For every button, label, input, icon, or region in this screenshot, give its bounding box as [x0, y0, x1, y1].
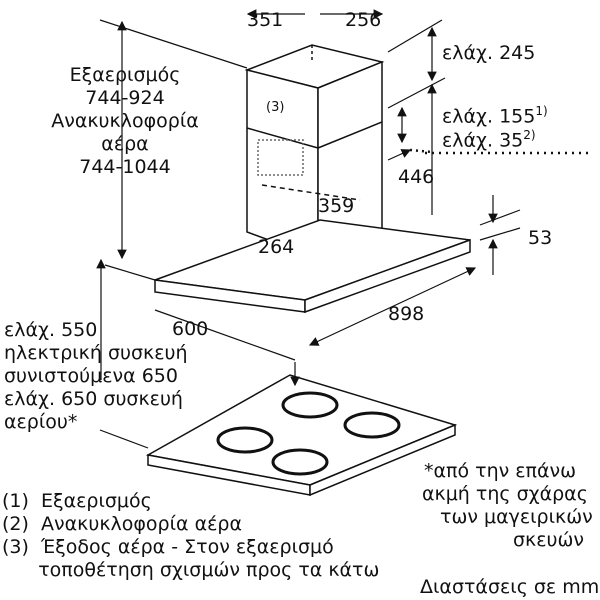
dim-256: 256 — [345, 9, 382, 31]
dim-min-155: ελάχ. 1551) — [442, 100, 548, 127]
clearance-1: ηλεκτρική συσκευή — [4, 342, 188, 364]
height-label-3: αέρα — [101, 133, 149, 155]
dim-446: 446 — [398, 166, 435, 188]
dim-min-35-value: ελάχ. 35 — [442, 129, 524, 152]
units-note: Διαστάσεις σε mm — [420, 576, 600, 598]
dim-min-35: ελάχ. 352) — [442, 124, 536, 151]
clearance-4: αερίου* — [4, 411, 78, 433]
clearance-0: ελάχ. 550 — [4, 319, 98, 341]
footnote-3: σκευών — [513, 529, 585, 551]
footnote-2: των μαγειρικών — [440, 506, 593, 528]
legend-item-3-cont: τοποθέτηση σχισμών προς τα κάτω — [2, 559, 380, 581]
cooktop — [145, 374, 458, 497]
height-label-1: 744-924 — [85, 87, 165, 109]
dim-min-155-ref: 1) — [535, 104, 548, 118]
dim-min-35-ref: 2) — [523, 128, 536, 142]
dimension-lines — [96, 9, 590, 449]
outlet-ref: (3) — [266, 100, 285, 115]
legend-item-2: (2) Ανακυκλοφορία αέρα — [2, 513, 242, 535]
burner — [281, 391, 339, 419]
legend-item-1: (1) Εξαερισμός — [2, 490, 152, 512]
burner — [343, 411, 401, 439]
dim-min-245: ελάχ. 245 — [442, 42, 536, 64]
height-label-0: Εξαερισμός — [69, 64, 181, 86]
height-label-2: Ανακυκλοφορία — [51, 110, 199, 132]
dim-600: 600 — [172, 318, 209, 340]
dim-359: 359 — [318, 195, 355, 217]
dim-264: 264 — [258, 236, 295, 258]
canopy — [154, 219, 471, 314]
height-label-4: 744-1044 — [79, 156, 171, 178]
dim-898: 898 — [388, 303, 425, 325]
footnote-1: ακμή της σχάρας — [422, 483, 588, 505]
chimney — [244, 44, 385, 260]
dim-53: 53 — [528, 227, 553, 249]
burner — [216, 426, 274, 454]
dim-351: 351 — [247, 9, 284, 31]
legend-item-3: (3) Έξοδος αέρα - Στον εξαερισμό — [2, 536, 334, 558]
clearance-3: ελάχ. 650 συσκευή — [4, 388, 183, 410]
clearance-2: συνιστούμενα 650 — [4, 365, 178, 387]
burner — [271, 448, 329, 476]
footnote-0: *από την επάνω — [424, 460, 577, 482]
dim-min-155-value: ελάχ. 155 — [442, 105, 536, 128]
